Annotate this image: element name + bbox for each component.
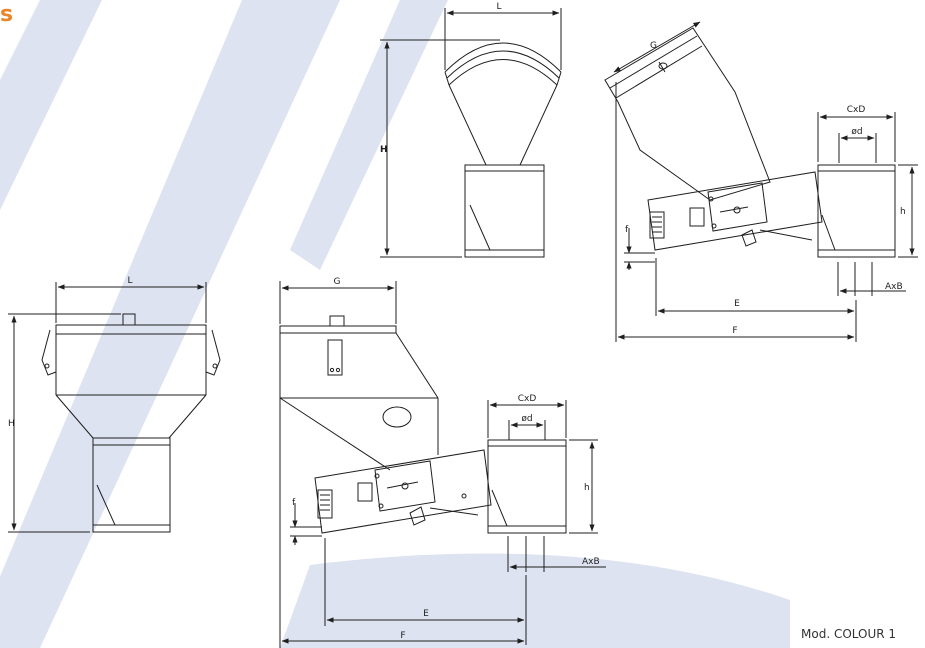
- label-CxD-bottom: CxD: [518, 394, 537, 404]
- label-H-bottom: H: [8, 419, 15, 429]
- band-3: [290, 0, 448, 270]
- feeder-tray: [647, 171, 823, 251]
- front-view-top: [380, 8, 562, 258]
- drawings: [8, 8, 918, 648]
- labels: L H G CxD ød h f AxB E F L H G CxD ød h …: [8, 2, 906, 641]
- brand-fragment: s: [0, 2, 14, 27]
- model-label: Mod. COLOUR 1: [801, 627, 897, 641]
- feeder-tray: [314, 449, 492, 534]
- label-E-bottom: E: [423, 609, 429, 619]
- hopper: [604, 27, 771, 201]
- label-G-bottom: G: [334, 277, 341, 287]
- label-od-top: ød: [851, 127, 862, 137]
- hopper-lid: [279, 325, 397, 334]
- label-h-top: h: [900, 207, 906, 217]
- band-4: [280, 553, 790, 648]
- label-L-bottom: L: [127, 276, 132, 286]
- hopper-top: [444, 42, 562, 73]
- label-f-top: f: [625, 225, 629, 235]
- receiver-body: [817, 164, 896, 258]
- band-2: [0, 0, 340, 648]
- side-view-top: [604, 21, 918, 342]
- label-od-bottom: ød: [521, 414, 532, 424]
- body: [464, 164, 545, 258]
- label-h-bottom: h: [584, 483, 590, 493]
- body: [92, 437, 171, 533]
- label-AxB-bottom: AxB: [582, 557, 600, 567]
- label-CxD-top: CxD: [847, 105, 866, 115]
- front-view-bottom: [8, 282, 221, 533]
- label-G-top: G: [650, 41, 657, 51]
- receiver-body: [487, 439, 567, 534]
- background-bands: [0, 0, 790, 648]
- label-E-top: E: [734, 299, 740, 309]
- label-F-bottom: F: [400, 631, 405, 641]
- label-AxB-top: AxB: [885, 282, 903, 292]
- band-1: [0, 0, 102, 210]
- label-H-top: H: [380, 145, 388, 155]
- label-F-top: F: [732, 326, 737, 336]
- label-f-bottom: f: [292, 498, 296, 508]
- side-view-bottom: [279, 281, 606, 648]
- label-L-top: L: [496, 2, 501, 12]
